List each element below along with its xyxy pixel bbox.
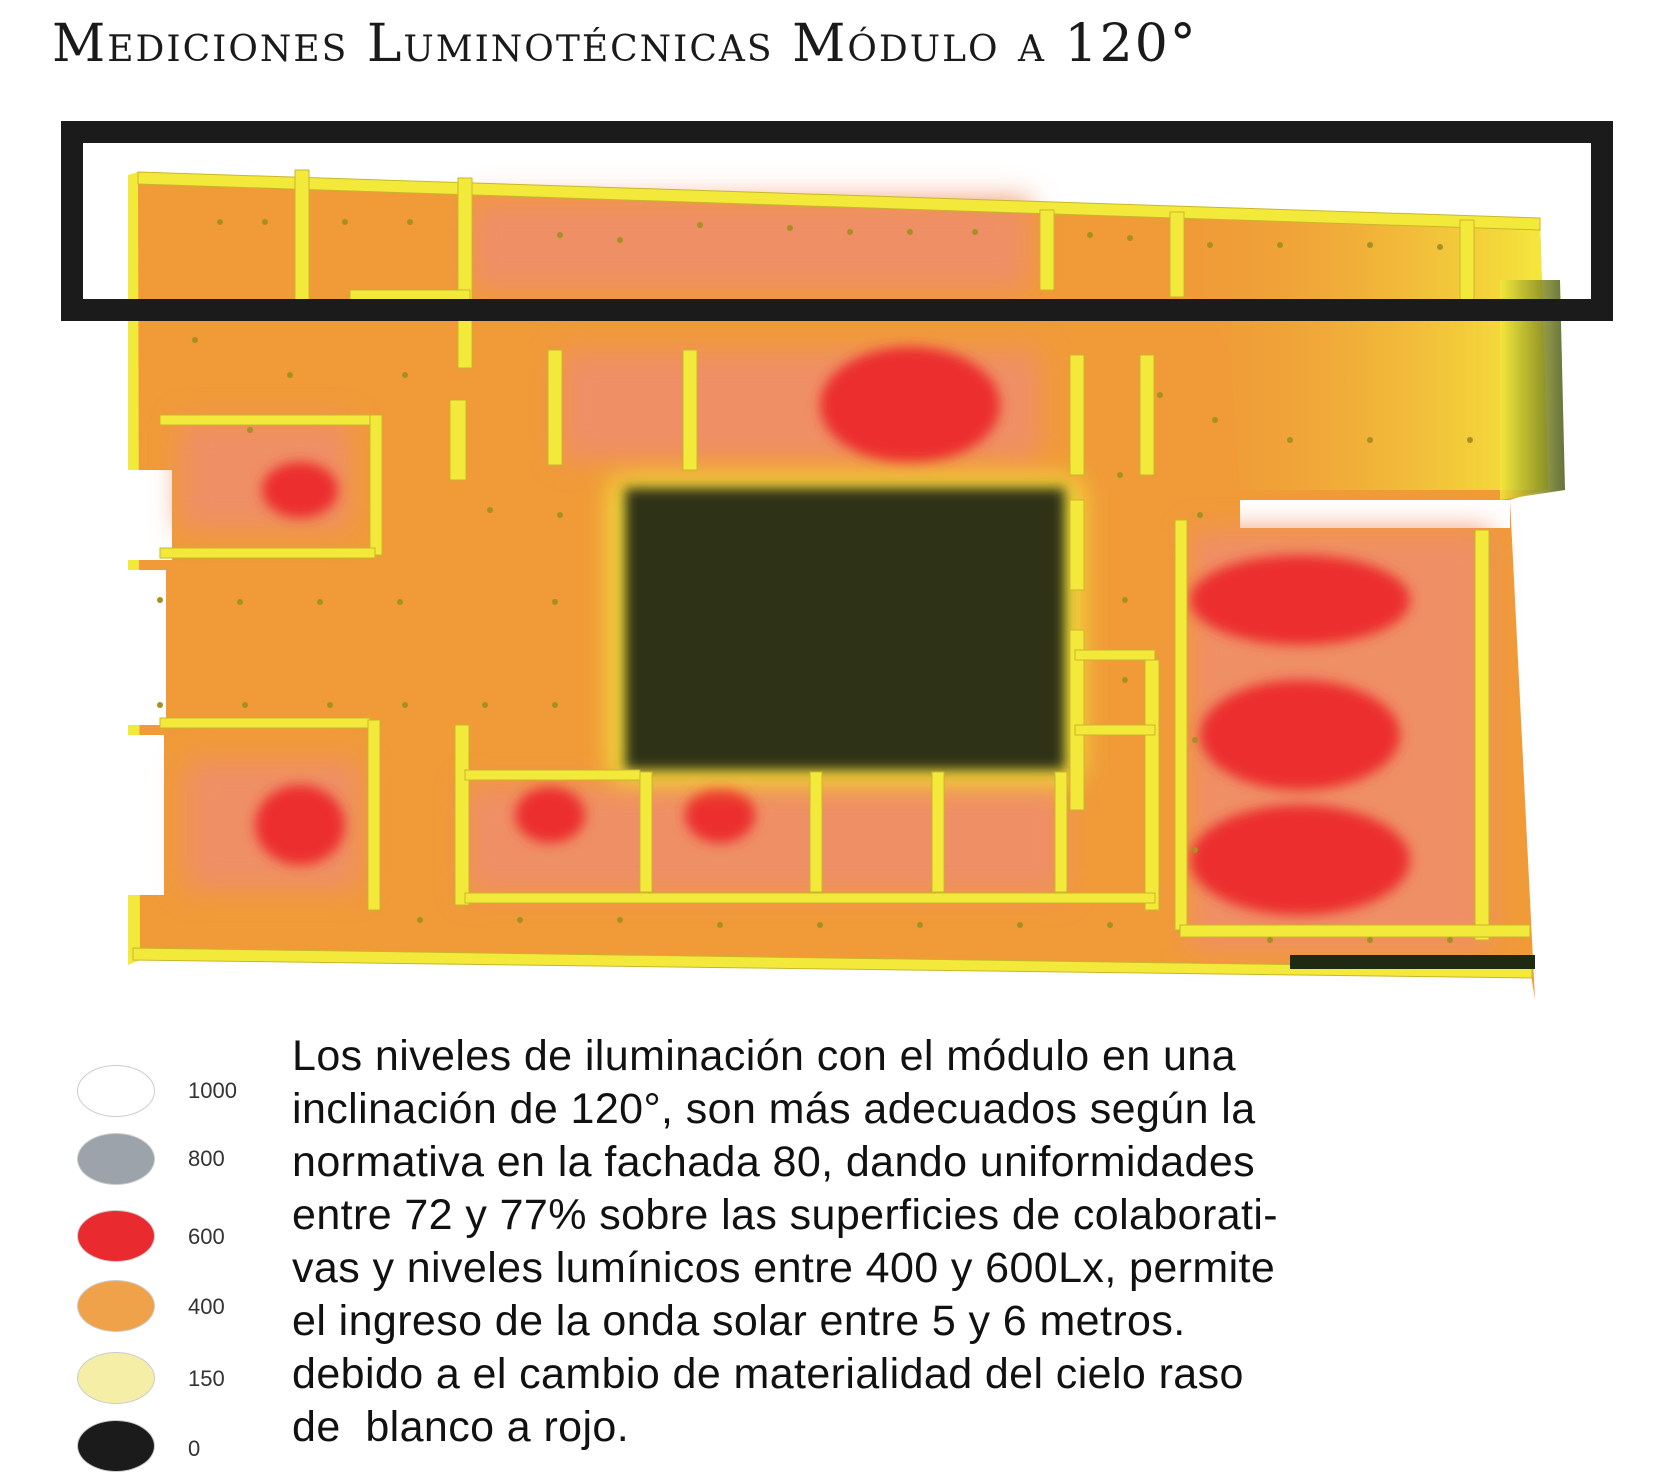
description-text: Los niveles de iluminación con el módulo…	[292, 1030, 1652, 1454]
void-left-3	[124, 735, 164, 895]
description-line: inclinación de 120°, son más adecuados s…	[292, 1085, 1256, 1133]
description-line: debido a el cambio de materialidad del c…	[292, 1350, 1244, 1398]
legend-label-600: 600	[188, 1224, 225, 1249]
void-left-2	[124, 570, 166, 725]
shadow-strip	[1290, 955, 1535, 969]
highlight-frame	[61, 121, 1613, 321]
legend-swatch-800	[77, 1133, 155, 1185]
description-line: entre 72 y 77% sobre las superficies de …	[292, 1191, 1279, 1239]
dark-core-0lx	[612, 480, 1080, 780]
legend-swatch-400	[77, 1280, 155, 1332]
void-right	[1240, 500, 1510, 528]
legend-label-150: 150	[188, 1366, 225, 1391]
legend-swatch-1000	[77, 1065, 155, 1117]
hotspots-600lx	[255, 347, 1410, 915]
legend-label-800: 800	[188, 1146, 225, 1171]
legend-swatch-600	[77, 1210, 155, 1262]
description-line: Los niveles de iluminación con el módulo…	[292, 1032, 1236, 1080]
void-left-1	[124, 470, 172, 560]
description-line: de blanco a rojo.	[292, 1403, 630, 1451]
description-line: normativa en la fachada 80, dando unifor…	[292, 1138, 1256, 1186]
description-line: vas y niveles lumínicos entre 400 y 600L…	[292, 1244, 1276, 1292]
legend-label-0: 0	[188, 1436, 201, 1461]
legend-swatch-0	[77, 1420, 155, 1472]
description-line: el ingreso de la onda solar entre 5 y 6 …	[292, 1297, 1186, 1345]
illuminance-legend: 1000 800 600 400 150 0	[0, 0, 300, 1474]
legend-label-1000: 1000	[188, 1078, 237, 1103]
illuminance-floor-plan	[61, 121, 1613, 1000]
legend-label-400: 400	[188, 1294, 225, 1319]
bright-zone-right	[1150, 210, 1548, 490]
walls	[132, 169, 1541, 979]
legend-swatch-150	[77, 1352, 155, 1404]
page-title: Mediciones Luminotécnicas Módulo a 120°	[52, 14, 1198, 74]
measurement-grid	[157, 219, 1473, 943]
